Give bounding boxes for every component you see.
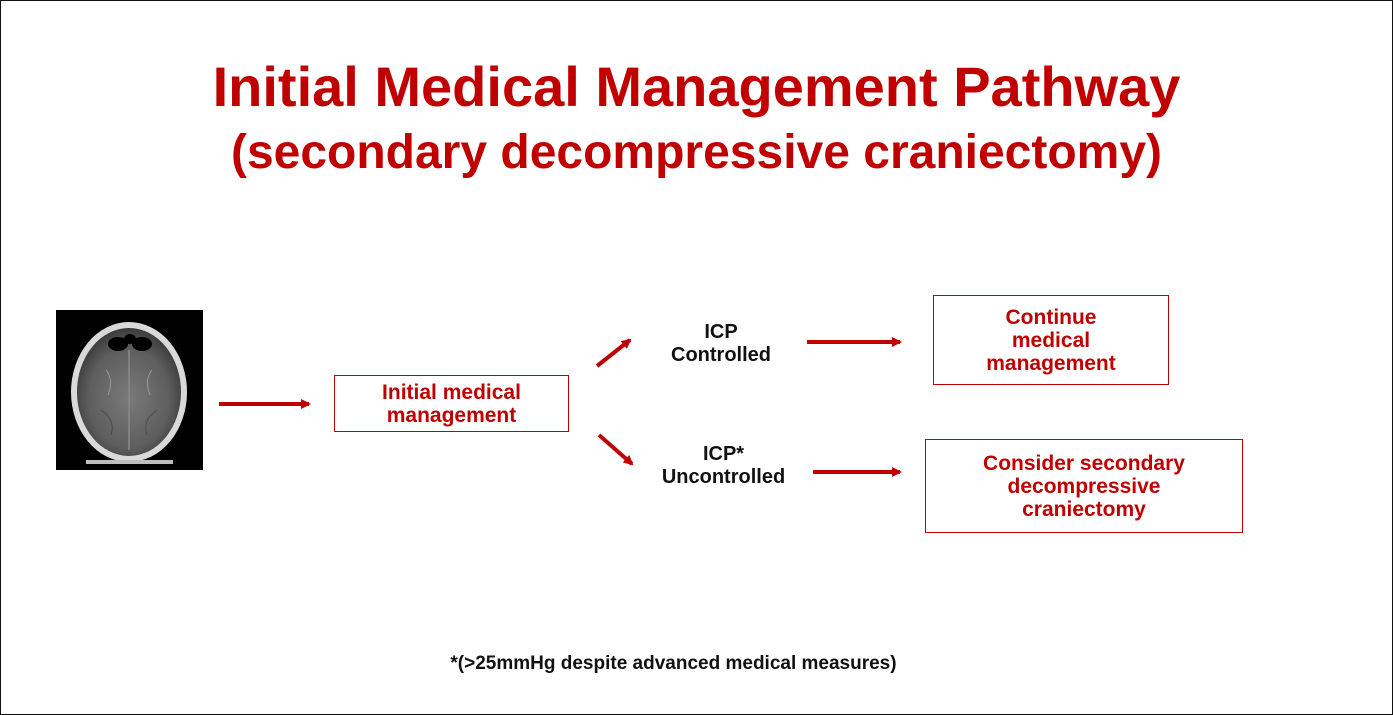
continue-management-box: Continue medical management	[933, 295, 1169, 385]
arrow-initial-to-uncontrolled	[597, 433, 634, 466]
consider-craniectomy-box: Consider secondary decompressive craniec…	[925, 439, 1243, 533]
initial-management-box: Initial medical management	[334, 375, 569, 432]
page-title: Initial Medical Management Pathway	[212, 55, 1181, 118]
icp-controlled-label: ICP Controlled	[671, 321, 771, 366]
ct-scan-graphic	[71, 322, 187, 464]
arrow-initial-to-controlled	[595, 338, 632, 368]
footnote: *(>25mmHg despite advanced medical measu…	[450, 653, 897, 674]
ct-scan-image	[56, 310, 203, 470]
page-subtitle: (secondary decompressive craniectomy)	[230, 126, 1163, 179]
icp-uncontrolled-label: ICP* Uncontrolled	[661, 443, 786, 488]
